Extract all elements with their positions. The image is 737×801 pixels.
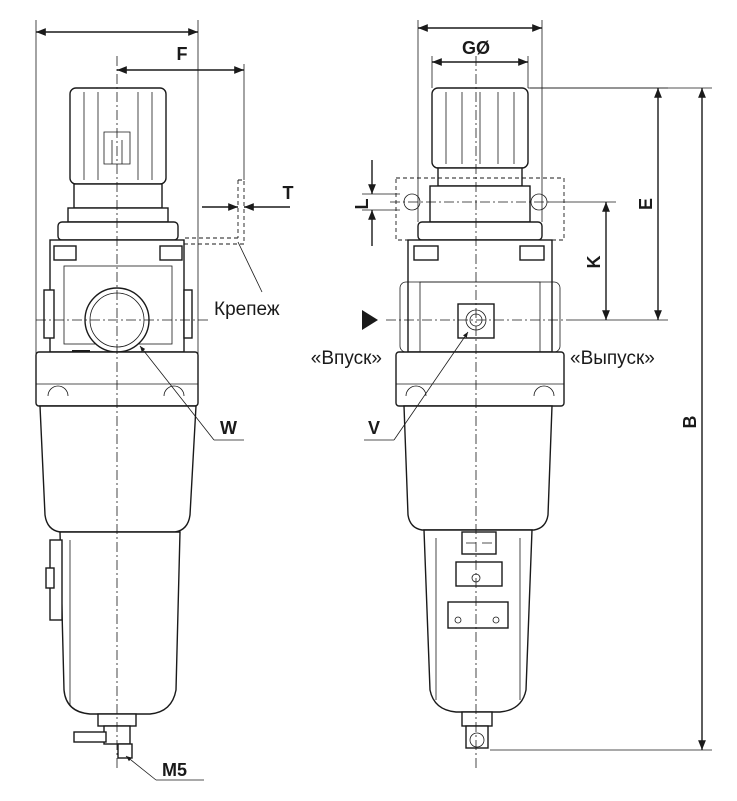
dim-L-label: L xyxy=(352,199,372,210)
port-W-label: W xyxy=(220,418,237,438)
outlet-label: «Выпуск» xyxy=(570,348,655,369)
dim-E-label: E xyxy=(636,198,656,210)
inlet-label: «Впуск» xyxy=(311,348,382,369)
drain-M5-label: M5 xyxy=(162,760,187,780)
side-view: IN F T xyxy=(35,20,294,781)
dim-B-label: B xyxy=(680,416,700,429)
dim-F-label: F xyxy=(177,44,188,64)
port-V-label: V xyxy=(368,418,380,438)
dim-T-label: T xyxy=(283,183,294,203)
dim-K-label: K xyxy=(584,256,604,269)
bracket-label: Крепеж xyxy=(214,299,280,320)
dim-G-label: GØ xyxy=(462,38,490,58)
front-view: GØ L E K B «Впуск» «Выпуск» V xyxy=(311,20,712,770)
